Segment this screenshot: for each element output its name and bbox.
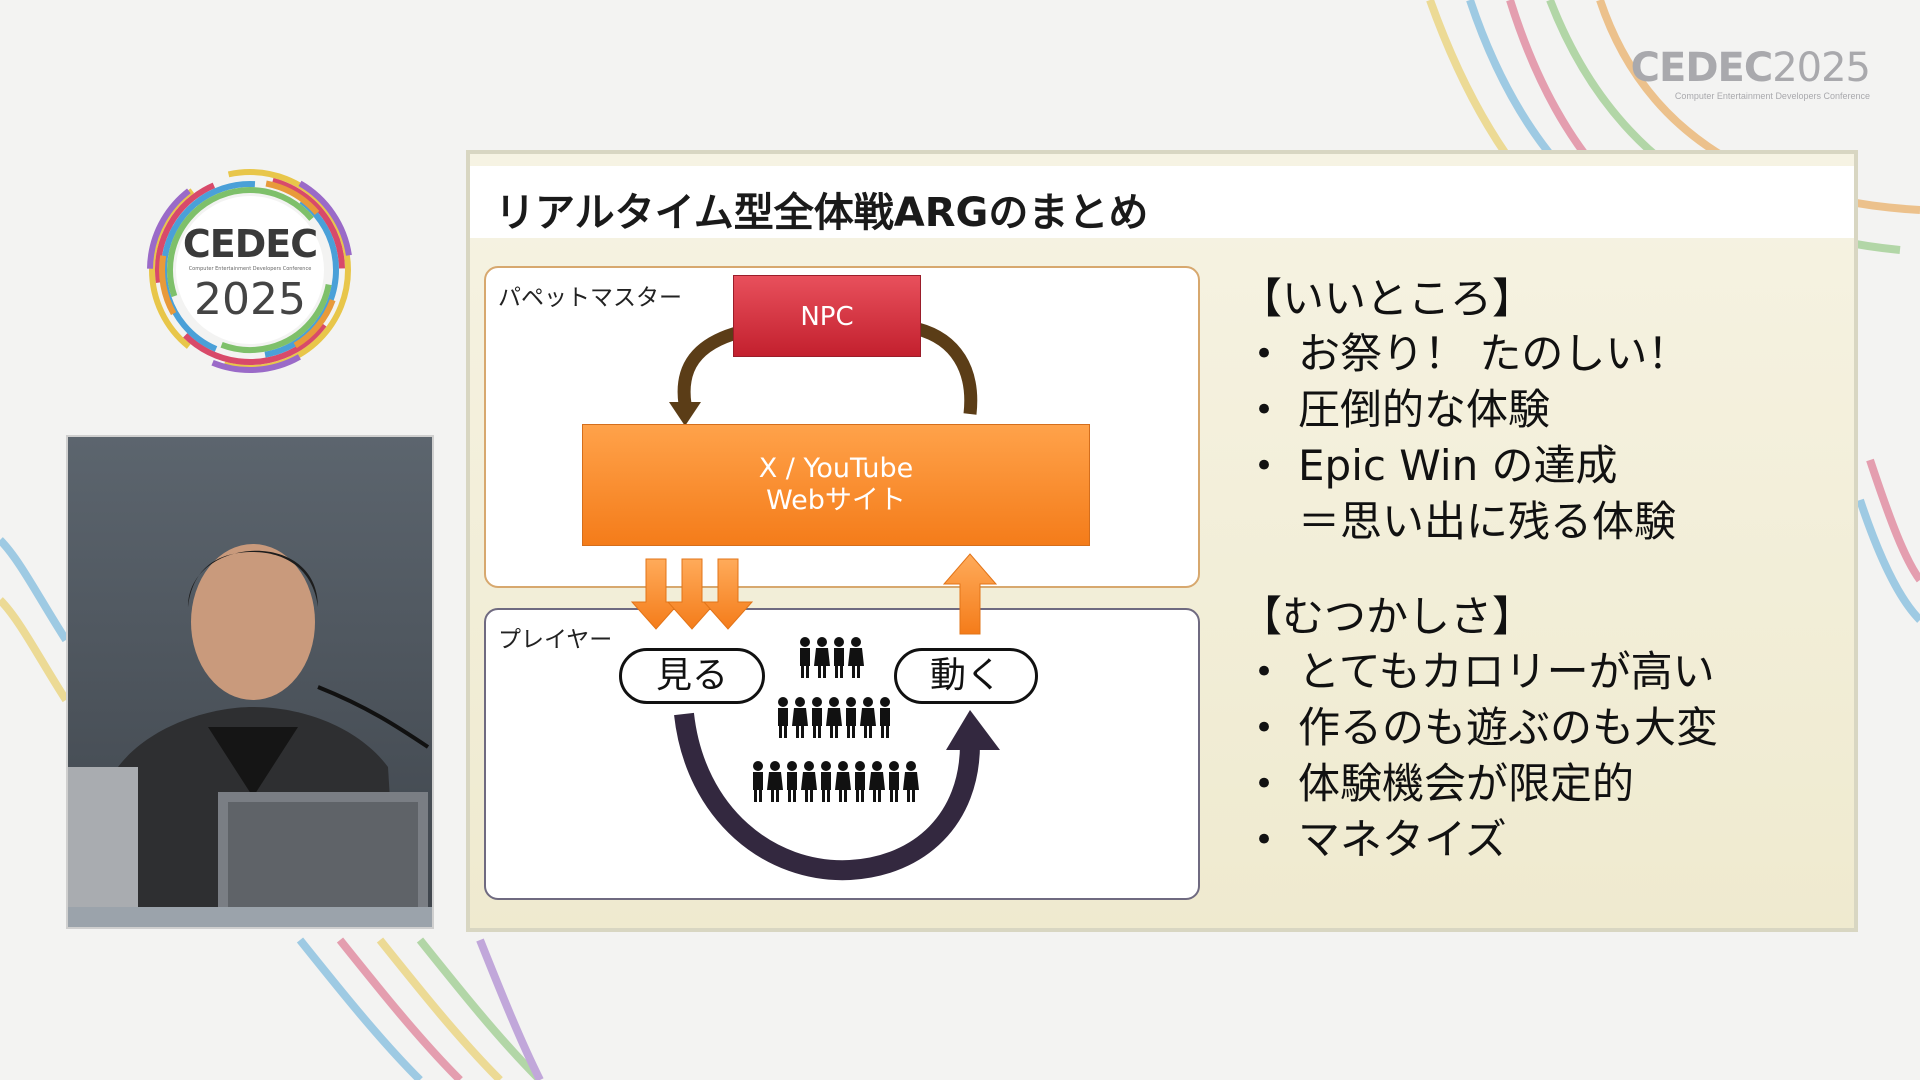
good-point-continuation: ＝思い出に残る体験	[1298, 497, 1677, 546]
difficulties-heading: 【むつかしさ】	[1240, 592, 1535, 641]
bullet: •	[1254, 820, 1275, 860]
slide-title-bar: リアルタイム型全体戦ARGのまとめ	[470, 166, 1854, 238]
logo-subtitle: Computer Entertainment Developers Confer…	[188, 266, 312, 272]
logo-rings	[147, 167, 353, 373]
bullet: •	[1254, 334, 1275, 374]
npc-arrow-left-head	[669, 402, 701, 426]
wordmark-name: CEDEC2025	[1630, 45, 1871, 91]
wordmark-year: 2025	[1772, 45, 1871, 91]
down-arrow-3	[702, 558, 754, 630]
bullet: •	[1254, 390, 1275, 430]
cycle-arrow-head	[946, 710, 1000, 750]
puppet-master-label: パペットマスター	[498, 285, 682, 311]
difficulty-item: •体験機会が限定的	[1240, 756, 1840, 812]
logo-name: CEDEC	[182, 222, 318, 266]
npc-box: NPC	[733, 275, 921, 357]
difficulty-item: •マネタイズ	[1240, 812, 1840, 868]
platform-line-2: Webサイト	[766, 485, 906, 516]
slide-title: リアルタイム型全体戦ARGのまとめ	[495, 190, 1149, 236]
move-oval: 動く	[894, 648, 1038, 704]
good-points-heading: 【いいところ】	[1240, 274, 1535, 323]
npc-arrow-right	[916, 322, 978, 415]
wordmark-subtitle: Computer Entertainment Developers Confer…	[1674, 91, 1870, 101]
good-point-item: •Epic Win の達成	[1240, 438, 1840, 494]
speaker-image	[68, 437, 432, 927]
difficulty-item: •作るのも遊ぶのも大変	[1240, 700, 1840, 756]
bullet: •	[1254, 764, 1275, 804]
player-label: プレイヤー	[498, 627, 613, 653]
cycle-arrow	[674, 712, 980, 881]
logo-year: 2025	[194, 274, 306, 325]
summary-text: 【いいところ】 •お祭り！ たのしい！ •圧倒的な体験 •Epic Win の達…	[1240, 272, 1840, 868]
speaker-camera-feed	[66, 435, 434, 929]
difficulty-item: •とてもカロリーが高い	[1240, 644, 1840, 700]
bullet: •	[1254, 708, 1275, 748]
platform-line-1: X / YouTube	[758, 453, 914, 484]
cedec-wordmark: CEDEC2025 Computer Entertainment Develop…	[1630, 44, 1871, 102]
see-oval: 見る	[619, 648, 765, 704]
bullet: •	[1254, 652, 1275, 692]
down-arrow-1	[630, 558, 682, 630]
cedec-logo: CEDEC Computer Entertainment Developers …	[140, 160, 360, 380]
presentation-slide: リアルタイム型全体戦ARGのまとめ パペットマスター プレイヤー	[466, 150, 1858, 932]
see-down-arrows	[630, 558, 754, 630]
bullet: •	[1254, 446, 1275, 486]
crowd-icon	[753, 637, 919, 802]
move-up-arrow	[942, 553, 998, 635]
good-point-item: •お祭り！ たのしい！	[1240, 326, 1840, 382]
down-arrow-2	[666, 558, 718, 630]
npc-arrow-left	[677, 325, 742, 405]
good-point-item: •圧倒的な体験	[1240, 382, 1840, 438]
platform-box: X / YouTube Webサイト	[582, 424, 1090, 546]
diagram-graphics	[630, 322, 1000, 881]
